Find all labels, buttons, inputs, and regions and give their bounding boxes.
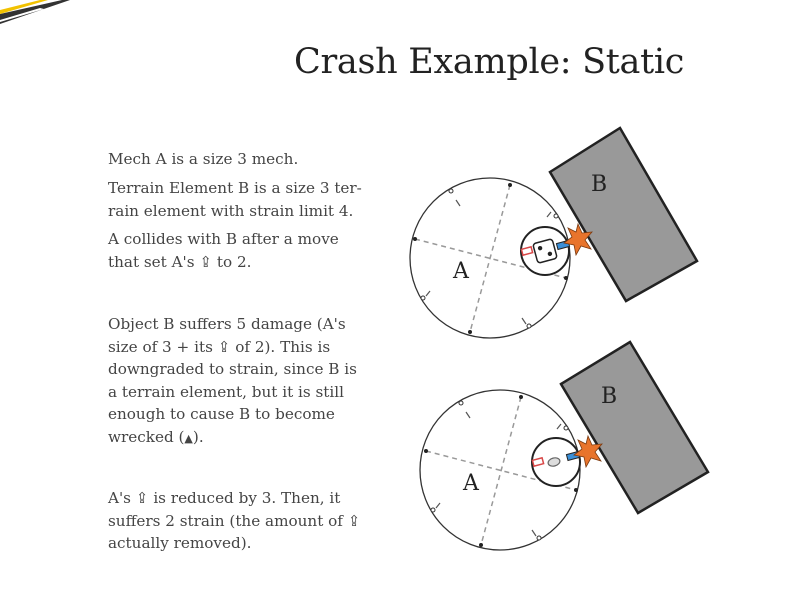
speed-icon: ⇪ xyxy=(199,252,213,271)
paragraph-collision: A collides with B after a move that set … xyxy=(108,228,376,273)
speed-icon: ⇪ xyxy=(347,511,361,530)
mech-token xyxy=(531,437,581,487)
mech-label-a: A xyxy=(452,259,470,284)
text-line: enough to cause B to become xyxy=(108,405,335,423)
impact-star-icon xyxy=(563,222,593,257)
text-line: suffers 2 strain (the amount of ⇪ xyxy=(108,510,376,533)
speed-icon: ⇪ xyxy=(135,489,149,507)
die-icon xyxy=(532,238,558,264)
mech-token xyxy=(520,226,571,276)
text-line: actually removed). xyxy=(108,534,252,552)
terrain-label-b: B xyxy=(591,172,607,197)
crash-figure-bottom: B A xyxy=(419,340,710,551)
paragraph-damage: Object B suffers 5 damage (A's size of 3… xyxy=(108,313,376,450)
paragraph-terrain-element: Terrain Element B is a size 3 ter- rain … xyxy=(108,177,376,222)
corner-decoration xyxy=(0,0,70,24)
text-line: Terrain Element B is a size 3 ter- xyxy=(108,179,362,197)
wrecked-icon: ▲ xyxy=(184,431,193,445)
impact-star-icon xyxy=(573,434,603,469)
terrain-element-b xyxy=(548,126,699,303)
terrain-element-b xyxy=(559,340,710,515)
text-line: A collides with B after a move xyxy=(108,230,339,248)
text-line: rain element with strain limit 4. xyxy=(108,201,354,220)
text-line: A's ⇪ is reduced by 3. Then, it xyxy=(108,487,376,510)
text-line: Object B suffers 5 damage (A's xyxy=(108,315,346,333)
crash-figure-top: B A xyxy=(409,126,699,339)
terrain-label-b: B xyxy=(601,384,617,409)
mech-label-a: A xyxy=(462,471,480,496)
text-line: Mech A is a size 3 mech. xyxy=(108,150,299,168)
text-line: size of 3 + its ⇪ of 2). This is xyxy=(108,336,376,359)
die-icon xyxy=(547,457,561,467)
speed-icon: ⇪ xyxy=(217,337,231,356)
text-line: that set A's ⇪ to 2. xyxy=(108,251,376,274)
paragraph-mech-size: Mech A is a size 3 mech. xyxy=(108,148,376,171)
mech-range-circle xyxy=(409,177,571,339)
text-line: downgraded to strain, since B is xyxy=(108,360,357,378)
mech-range-circle xyxy=(419,389,581,551)
slide-title: Crash Example: Static xyxy=(294,42,685,82)
text-line: wrecked (▲). xyxy=(108,426,376,451)
text-line: a terrain element, but it is still xyxy=(108,382,344,401)
paragraph-strain: A's ⇪ is reduced by 3. Then, it suffers … xyxy=(108,487,376,555)
